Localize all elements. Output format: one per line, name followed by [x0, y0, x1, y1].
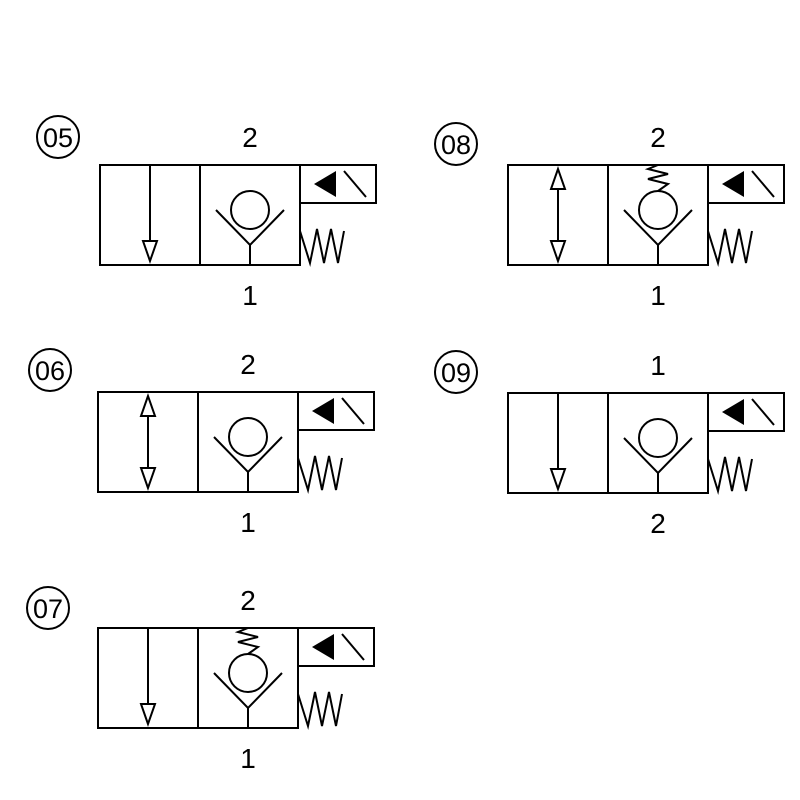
arrow-head-down-icon — [139, 703, 157, 728]
return-spring-icon — [297, 455, 343, 494]
code-circle — [434, 350, 478, 394]
return-spring-icon — [707, 228, 753, 267]
bottom-port-label: 2 — [650, 508, 666, 539]
arrow-head-down-icon — [141, 240, 159, 265]
solenoid-triangle-icon — [312, 634, 334, 660]
top-port-label: 2 — [650, 122, 666, 153]
return-spring-icon — [299, 228, 345, 267]
solenoid-box — [297, 627, 375, 667]
arrow-head-down-icon — [549, 240, 567, 265]
solenoid-box — [707, 164, 785, 204]
symbol-code: 06 — [35, 356, 65, 386]
solenoid-diagonal — [343, 170, 367, 198]
code-circle — [36, 115, 80, 159]
return-spring-icon — [707, 456, 753, 495]
check-ball-icon — [230, 190, 270, 230]
arrow-head-up-icon — [139, 392, 157, 417]
valve-symbol: 07 2 1 — [26, 585, 375, 774]
bottom-port-label: 1 — [240, 507, 256, 538]
solenoid-diagonal — [341, 633, 365, 661]
valve-symbol: 06 2 1 — [28, 348, 375, 538]
code-circle — [26, 586, 70, 630]
top-port-label: 2 — [242, 122, 258, 153]
valve-symbol: 05 2 1 — [36, 115, 377, 311]
check-spring-icon — [644, 164, 671, 192]
bottom-port-label: 1 — [650, 280, 666, 311]
check-ball-icon — [638, 418, 678, 458]
solenoid-triangle-icon — [312, 398, 334, 424]
valve-symbol: 08 2 1 — [434, 122, 785, 311]
symbol-code: 09 — [441, 358, 471, 388]
arrow-head-up-icon — [549, 165, 567, 190]
code-circle — [28, 348, 72, 392]
top-port-label: 1 — [650, 350, 666, 381]
solenoid-box — [299, 164, 377, 204]
symbol-code: 07 — [33, 594, 63, 624]
bottom-port-label: 1 — [242, 280, 258, 311]
bottom-port-label: 1 — [240, 743, 256, 774]
solenoid-box — [297, 391, 375, 431]
top-port-label: 2 — [240, 349, 256, 380]
valve-symbol: 09 1 2 — [434, 350, 785, 539]
solenoid-triangle-icon — [722, 171, 744, 197]
check-ball-icon — [638, 190, 678, 230]
return-spring-icon — [297, 691, 343, 730]
check-ball-icon — [228, 417, 268, 457]
arrow-head-down-icon — [549, 468, 567, 493]
check-spring-icon — [234, 627, 261, 655]
solenoid-diagonal — [341, 397, 365, 425]
symbol-code: 05 — [43, 123, 73, 153]
solenoid-triangle-icon — [314, 171, 336, 197]
solenoid-diagonal — [751, 170, 775, 198]
solenoid-triangle-icon — [722, 399, 744, 425]
code-circle — [434, 122, 478, 166]
check-ball-icon — [228, 653, 268, 693]
solenoid-diagonal — [751, 398, 775, 426]
symbol-code: 08 — [441, 130, 471, 160]
top-port-label: 2 — [240, 585, 256, 616]
arrow-head-down-icon — [139, 467, 157, 492]
solenoid-box — [707, 392, 785, 432]
